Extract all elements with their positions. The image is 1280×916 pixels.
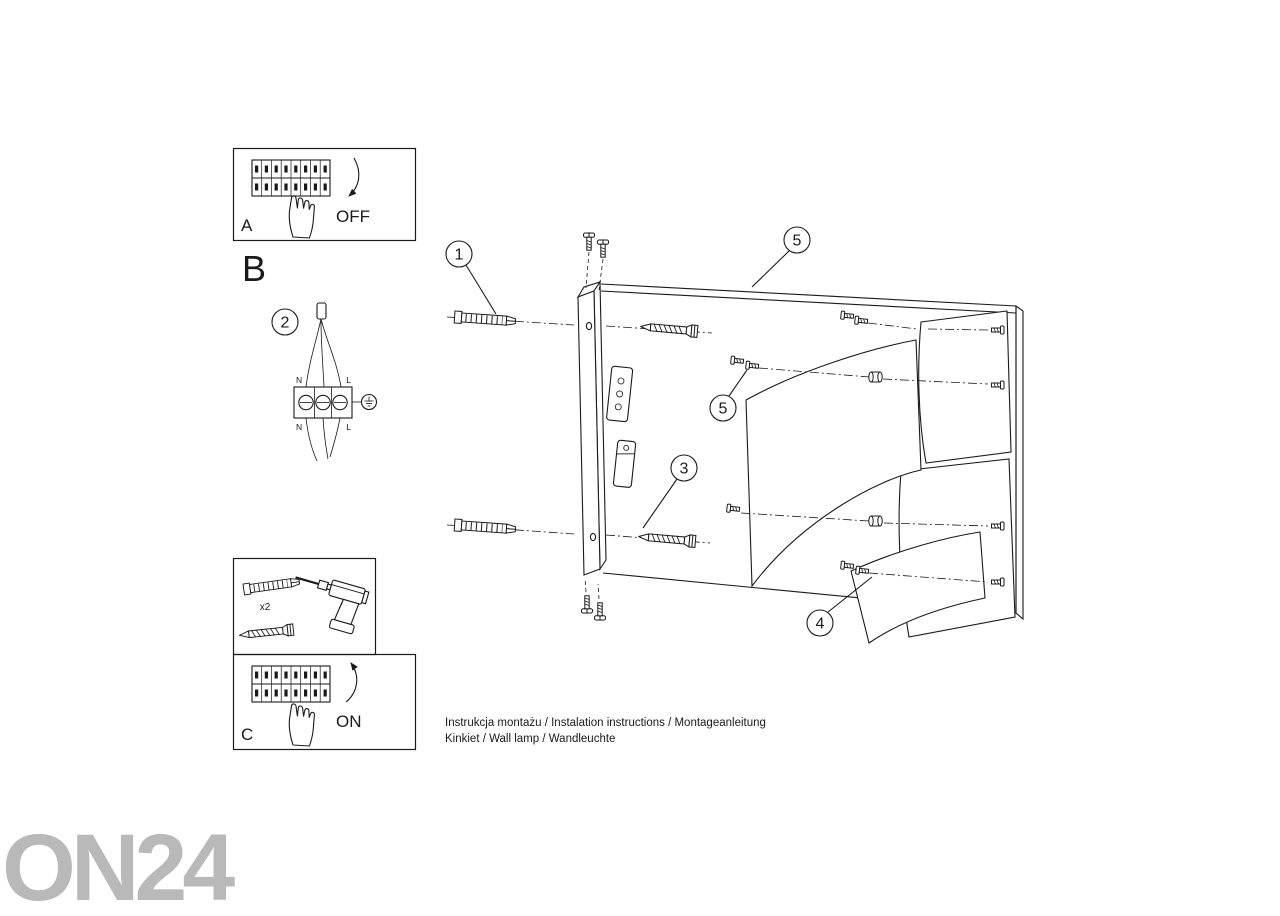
- wires-bottom: [305, 417, 341, 462]
- on-label: ON: [336, 712, 362, 731]
- footer-product-line: Kinkiet / Wall lamp / Wandleuchte: [445, 733, 615, 745]
- screw-icon: [639, 320, 699, 338]
- screw-icon: [238, 623, 295, 642]
- hand-icon: [288, 703, 315, 747]
- screw-icon: [637, 530, 697, 548]
- callout-1: 1: [445, 240, 497, 315]
- label-n-top: N: [296, 375, 302, 385]
- drill-icon: [295, 576, 370, 635]
- callout-5-number: 5: [793, 233, 802, 250]
- upper-side-panel: [918, 310, 1012, 464]
- wall-plug-icon: [454, 311, 516, 327]
- callout-3: 3: [642, 454, 698, 529]
- callout-5-number: 5: [719, 401, 728, 418]
- step-a-label: A: [241, 216, 253, 235]
- lamp-back-panel: [600, 283, 1024, 621]
- lower-fixing-row: [446, 519, 711, 548]
- callout-1-number: 1: [455, 247, 464, 264]
- label-l-top: L: [346, 375, 351, 385]
- hand-icon: [288, 195, 315, 239]
- main-curved-shade: [745, 339, 922, 588]
- wires-top: [305, 318, 342, 388]
- callout-2: 2: [271, 308, 299, 336]
- callout-5-mid: 5: [709, 369, 748, 422]
- callout-4: 4: [806, 576, 873, 637]
- breaker-panel-icon: [252, 666, 330, 702]
- arrow-down-icon: [348, 157, 360, 197]
- step-c-power-on: ON C: [232, 653, 417, 751]
- wall-plug-icon: [243, 576, 300, 595]
- dowel-quantity: x2: [260, 602, 271, 613]
- ground-symbol: [352, 393, 378, 411]
- step-b-label: B: [242, 248, 266, 289]
- top-screws: [583, 231, 609, 291]
- wall-plug-icon: [454, 519, 516, 535]
- upper-fixing-row: [446, 311, 713, 338]
- off-label: OFF: [336, 207, 370, 226]
- step-c-label: C: [241, 725, 253, 744]
- label-n-bottom: N: [296, 422, 302, 432]
- lower-curved-shade: [850, 531, 986, 644]
- connector-block: [606, 365, 637, 488]
- breaker-panel-icon: [252, 160, 330, 196]
- footer-instructions-line: Instrukcja montażu / Instalation instruc…: [445, 717, 766, 729]
- callout-4-number: 4: [816, 616, 825, 633]
- step-a-power-off: OFF A: [232, 147, 417, 242]
- on24-watermark-logo: ON24: [2, 815, 235, 916]
- callout-3-number: 3: [680, 461, 689, 478]
- wiring-diagram: 2 N L N L: [271, 302, 378, 462]
- callout-2-number: 2: [281, 315, 290, 332]
- arrow-up-icon: [345, 662, 358, 703]
- terminal-block: [293, 386, 353, 419]
- tools-box: x2: [232, 557, 377, 656]
- bottom-screws: [581, 577, 606, 622]
- wall-bracket: [576, 280, 607, 576]
- shade-fasteners: [726, 310, 1005, 587]
- cable-sleeve: [316, 302, 327, 320]
- callout-5-top: 5: [751, 226, 811, 288]
- label-l-bottom: L: [346, 422, 351, 432]
- exploded-view: 1 5 5 3 4: [445, 226, 1024, 644]
